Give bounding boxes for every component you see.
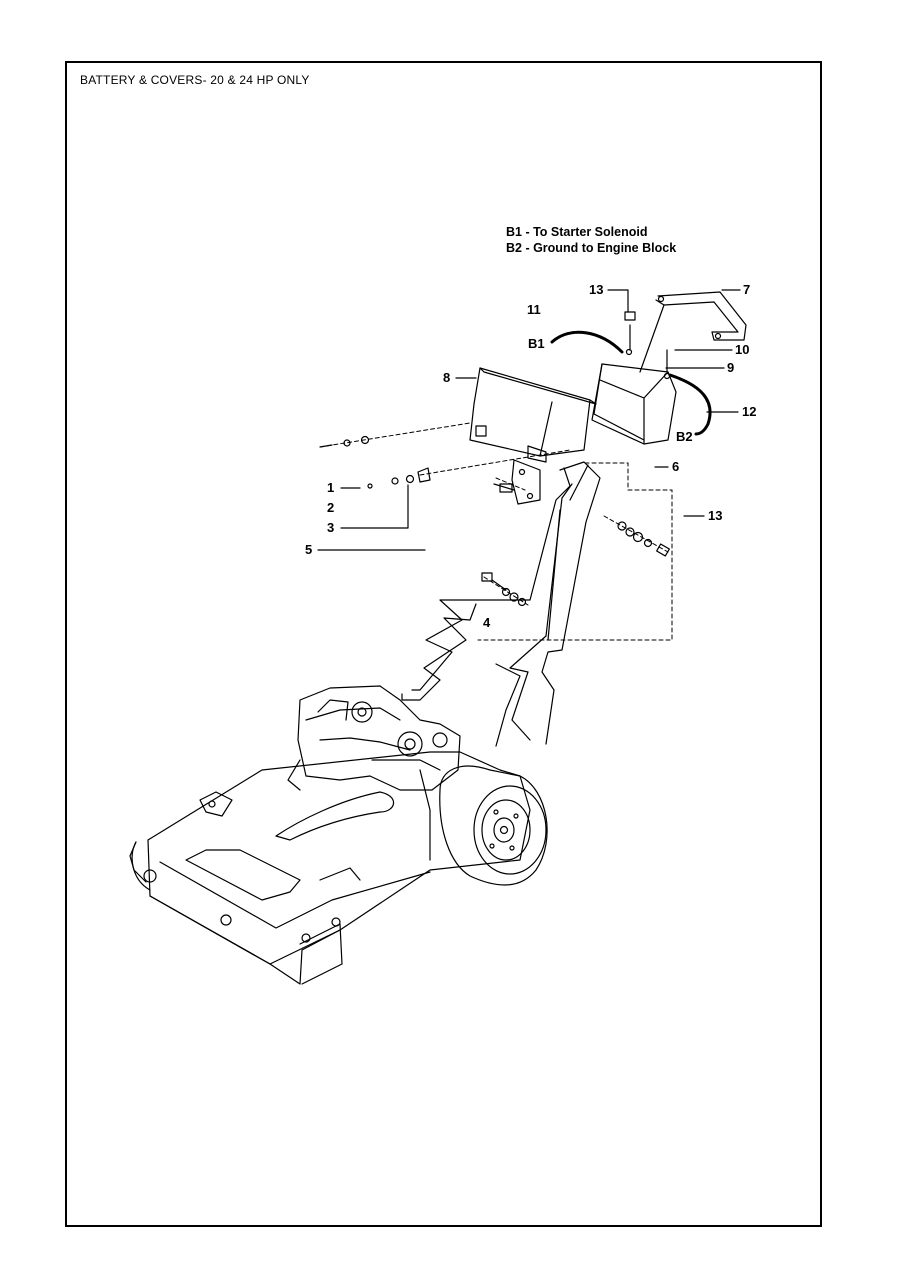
battery-cables [550,330,712,436]
leader-lines [317,289,741,551]
engine-assembly [287,685,461,861]
handle-tubes [401,461,601,747]
battery [591,363,677,445]
mounting-plates [493,459,541,505]
callout-2: 2 [327,500,335,515]
bolt-stack-lower [481,572,527,607]
mower-deck [129,751,531,985]
hold-down-bracket [639,291,747,373]
bolt-stack-right [617,521,670,557]
page-frame [65,61,822,1227]
callout-7: 7 [743,282,751,297]
rear-wheel [439,765,548,886]
callout-b1: B1 [528,336,545,351]
callout-10: 10 [735,342,750,357]
callout-3: 3 [327,520,335,535]
legend-b2: B2 - Ground to Engine Block [506,241,677,255]
battery-box [469,367,597,463]
callout-8: 8 [443,370,451,385]
wiring-legend: B1 - To Starter Solenoid B2 - Ground to … [506,224,676,256]
page-title: BATTERY & COVERS- 20 & 24 HP ONLY [80,73,310,87]
callout-13-top: 13 [589,282,604,297]
legend-b1: B1 - To Starter Solenoid [506,225,648,239]
assembly-dashed-lines [319,422,673,641]
callout-1: 1 [327,480,335,495]
callout-6: 6 [672,459,680,474]
mounting-hardware-left [319,435,431,489]
callout-9: 9 [727,360,735,375]
callout-b2: B2 [676,429,693,444]
callout-13-right: 13 [708,508,723,523]
terminal-hardware [624,311,671,380]
callout-12: 12 [742,404,757,419]
callout-5: 5 [305,542,313,557]
callout-4: 4 [483,615,491,630]
callout-11: 11 [527,302,541,317]
